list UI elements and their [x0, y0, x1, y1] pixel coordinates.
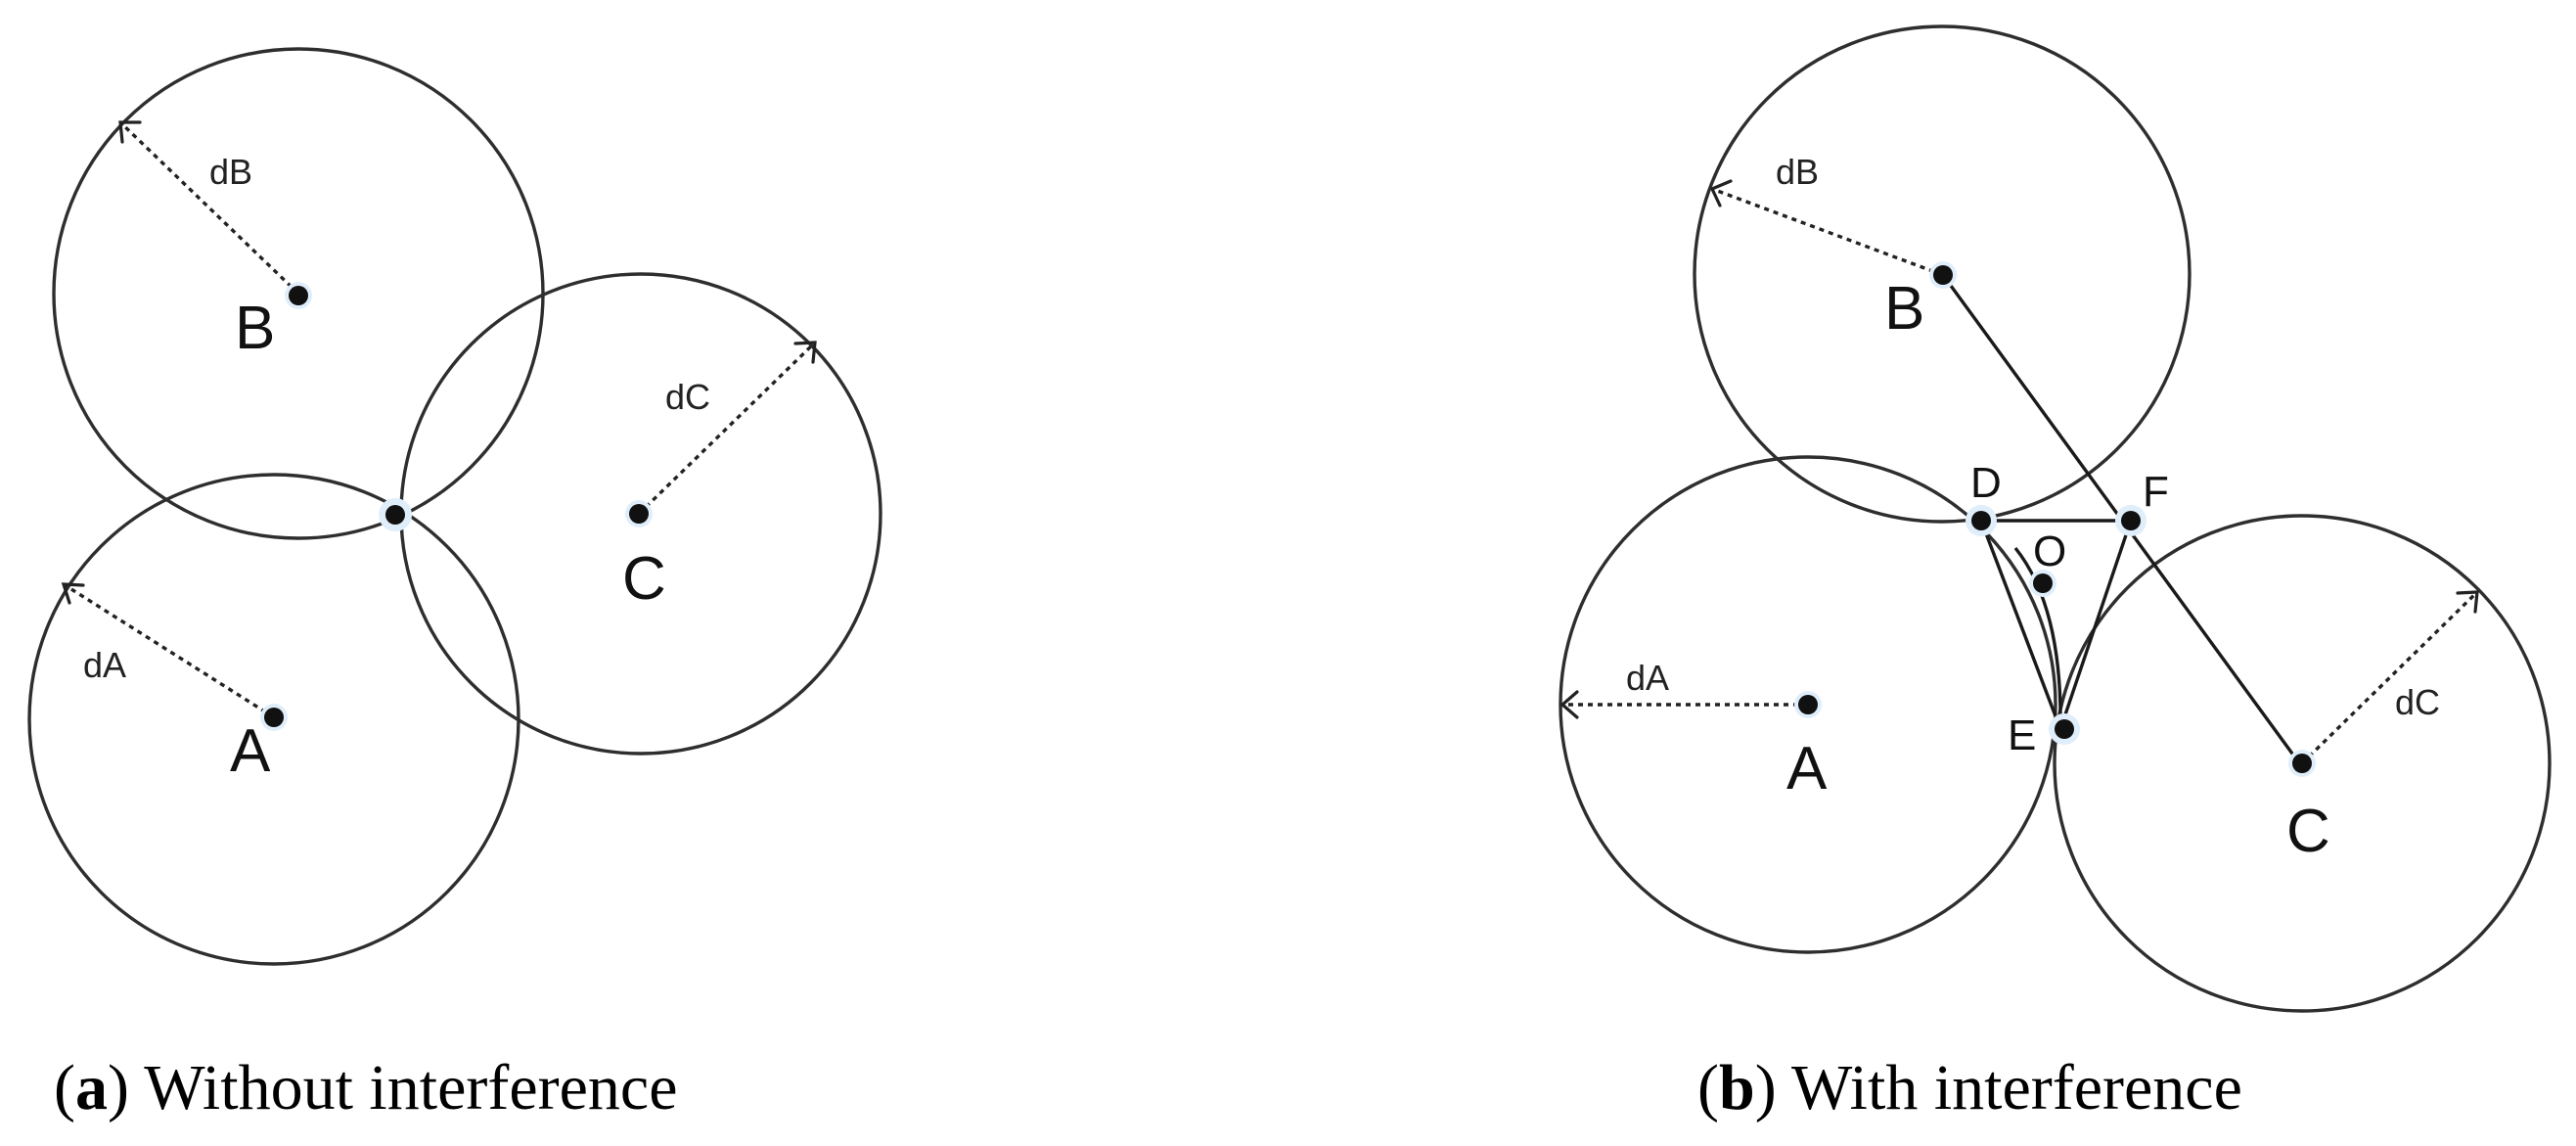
- point-d: [1971, 511, 1991, 530]
- panel-a: B A C dB dA dC (a) Without interference: [27, 47, 882, 1123]
- label-b: B: [1884, 275, 1924, 343]
- label-b: B: [235, 295, 275, 362]
- label-f: F: [2143, 468, 2169, 516]
- label-da: dA: [1626, 658, 1669, 698]
- label-a: A: [230, 717, 271, 785]
- center-a: [1798, 695, 1818, 714]
- center-b: [1933, 265, 1953, 285]
- point-f: [2121, 511, 2141, 530]
- label-c: C: [2286, 798, 2330, 865]
- center-a: [264, 708, 284, 727]
- center-c: [2292, 754, 2312, 773]
- point-e: [2055, 719, 2074, 739]
- label-da: dA: [83, 645, 126, 685]
- arrowhead-b: [1709, 179, 1733, 207]
- circle-c: [2053, 514, 2552, 1013]
- radius-line-c: [2300, 590, 2479, 765]
- label-d: D: [1970, 459, 2002, 507]
- arrowhead-c: [793, 341, 817, 364]
- label-e: E: [2008, 711, 2036, 759]
- center-b: [289, 286, 308, 305]
- arrowhead-a: [61, 582, 85, 605]
- label-db: dB: [1776, 152, 1819, 192]
- circle-b: [1693, 24, 2192, 524]
- arc-d-to-e: [2013, 546, 2062, 730]
- arrowhead-b: [118, 120, 142, 144]
- segment-de: [1979, 520, 2062, 730]
- panel-b: B A C D F O E dB dA dC (b) With interfer…: [1559, 24, 2552, 1123]
- label-dc: dC: [665, 377, 710, 417]
- radius-line-c: [637, 341, 817, 516]
- arrowhead-c: [2456, 590, 2479, 614]
- label-c: C: [622, 545, 666, 613]
- label-a: A: [1786, 735, 1828, 802]
- segment-fe: [2058, 520, 2133, 730]
- caption-b: (b) With interference: [1697, 1052, 2242, 1123]
- radius-line-b: [118, 120, 300, 296]
- intersection-point: [385, 505, 405, 525]
- radius-line-a: [63, 582, 275, 719]
- center-c: [629, 504, 649, 524]
- point-o: [2033, 573, 2053, 593]
- radius-line-b: [1711, 187, 1944, 277]
- label-dc: dC: [2395, 682, 2440, 722]
- label-db: dB: [209, 152, 252, 192]
- label-o: O: [2033, 527, 2066, 575]
- caption-a: (a) Without interference: [54, 1052, 678, 1123]
- arrowhead-a: [1559, 690, 1579, 719]
